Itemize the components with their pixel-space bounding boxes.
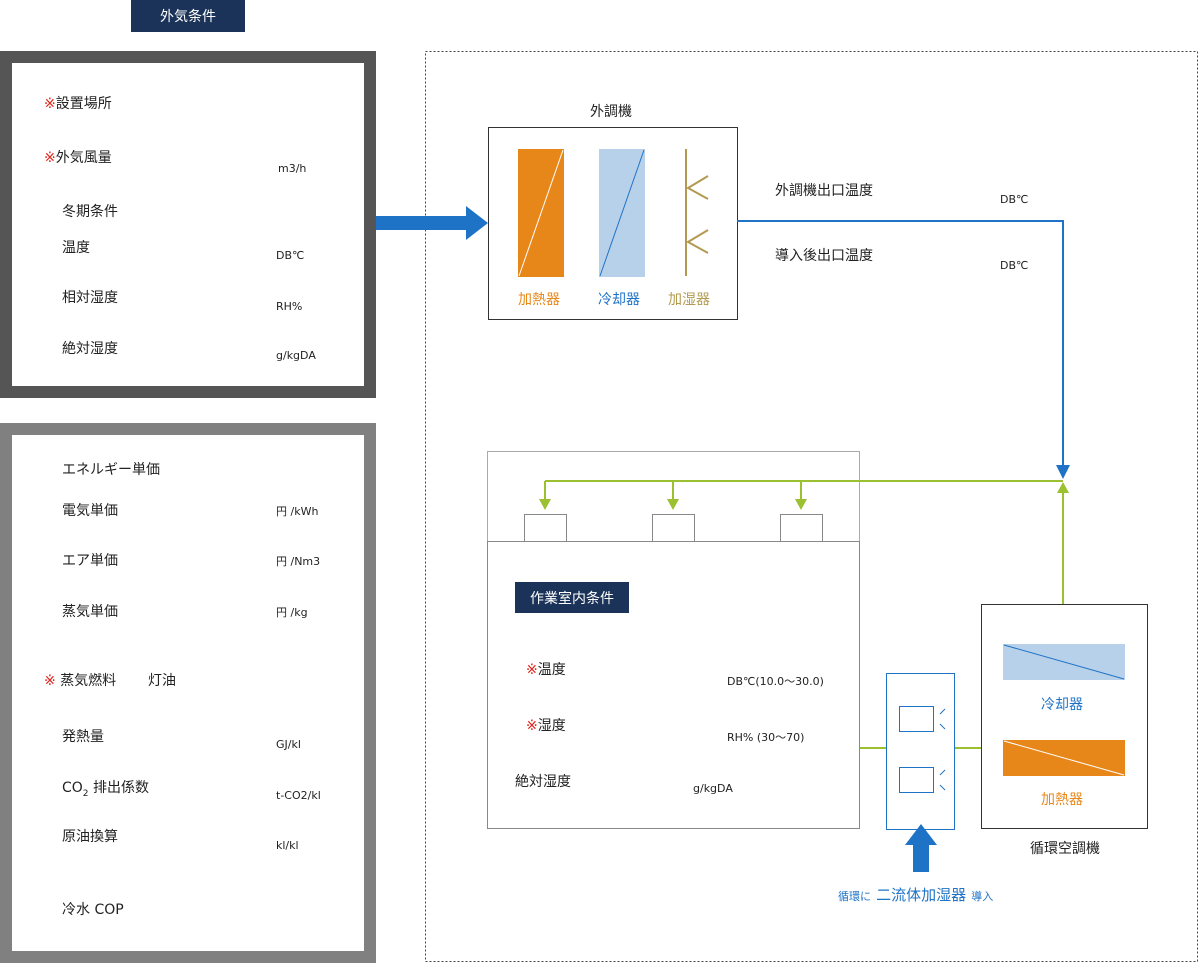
circulation-ahu-title: 循環空調機 — [1030, 841, 1100, 857]
supply-air-arrowhead — [1056, 465, 1070, 479]
steam-fuel-label: ※ 蒸気燃料 — [44, 673, 117, 689]
two-fluid-humidifier-caption: 循環に 二流体加湿器 導入 — [838, 886, 994, 904]
electricity-price-unit: 円 /kWh — [276, 505, 319, 518]
circulation-ahu-box — [981, 604, 1148, 829]
air-volume-label: ※外気風量 — [44, 150, 112, 166]
outdoor-conditions-tag: 外気条件 — [131, 0, 245, 32]
steam-fuel-value: 灯油 — [148, 673, 176, 689]
outdoor-ah-label: 絶対湿度 — [62, 341, 118, 357]
required-mark: ※ — [44, 150, 56, 166]
oac-heater-label: 加熱器 — [518, 292, 560, 308]
outdoor-rh-label: 相対湿度 — [62, 290, 118, 306]
room-rh-unit: RH% (30〜70) — [727, 731, 805, 744]
duct-arrowhead-3 — [795, 499, 807, 510]
air-volume-unit: m3/h — [278, 162, 307, 175]
oac-humidifier-label: 加湿器 — [668, 292, 710, 308]
air-price-unit: 円 /Nm3 — [276, 555, 321, 568]
room-ah-unit: g/kgDA — [693, 782, 733, 795]
outdoor-temp-label: 温度 — [62, 240, 90, 256]
room-conditions-tag: 作業室内条件 — [515, 582, 629, 613]
required-mark: ※ — [526, 718, 538, 734]
winter-condition-label: 冬期条件 — [62, 204, 118, 220]
oac-outlet-temp-label: 外調機出口温度 — [775, 183, 873, 199]
co2-factor-unit: t-CO2/kl — [276, 789, 321, 802]
duct-arrowhead-2 — [667, 499, 679, 510]
crude-oil-label: 原油換算 — [62, 829, 118, 845]
duct-arrowhead-1 — [539, 499, 551, 510]
install-place-label: ※設置場所 — [44, 96, 112, 112]
spray-icon — [939, 708, 946, 791]
system-boundary — [425, 51, 1198, 962]
outdoor-rh-unit: RH% — [276, 300, 303, 313]
after-intro-temp-unit: DB℃ — [1000, 259, 1029, 272]
crude-oil-unit: kl/kl — [276, 839, 299, 852]
outdoor-ah-unit: g/kgDA — [276, 349, 316, 362]
room-ah-label: 絶対湿度 — [515, 774, 571, 790]
humidifier-intro-arrow-head — [905, 824, 937, 845]
diffuser-1 — [524, 514, 567, 542]
oac-cooler-label: 冷却器 — [598, 292, 640, 308]
nozzle-1 — [899, 706, 934, 732]
intake-arrow-shaft — [376, 216, 470, 230]
nozzle-2 — [899, 767, 934, 793]
distribution-duct — [544, 480, 1064, 604]
humidifier-intro-arrow-shaft — [913, 840, 929, 872]
outdoor-temp-unit: DB℃ — [276, 249, 305, 262]
steam-price-label: 蒸気単価 — [62, 604, 118, 620]
energy-title: エネルギー単価 — [62, 462, 160, 478]
room-temp-label: ※温度 — [526, 662, 566, 678]
oac-outlet-temp-unit: DB℃ — [1000, 193, 1029, 206]
electricity-price-label: 電気単価 — [62, 503, 118, 519]
room-rh-label: ※湿度 — [526, 718, 566, 734]
chilled-water-cop-label: 冷水 COP — [62, 902, 124, 918]
energy-panel — [0, 423, 376, 963]
oac-humidifier-symbol — [685, 149, 709, 276]
heat-value-label: 発熱量 — [62, 729, 104, 745]
co2-factor-label: CO2 排出係数 — [62, 780, 149, 799]
air-price-label: エア単価 — [62, 553, 118, 569]
after-intro-temp-label: 導入後出口温度 — [775, 248, 873, 264]
required-mark: ※ — [44, 673, 56, 689]
required-mark: ※ — [44, 96, 56, 112]
diffuser-2 — [652, 514, 695, 542]
required-mark: ※ — [526, 662, 538, 678]
outdoor-conditions-panel — [0, 51, 376, 398]
steam-price-unit: 円 /kg — [276, 606, 308, 619]
circ-heater-label: 加熱器 — [1041, 792, 1083, 808]
two-fluid-humidifier-unit — [886, 673, 955, 830]
circ-cooler-label: 冷却器 — [1041, 697, 1083, 713]
supply-air-line — [737, 220, 1064, 466]
intake-arrow-head — [466, 206, 488, 240]
heat-value-unit: GJ/kl — [276, 738, 301, 751]
diffuser-3 — [780, 514, 823, 542]
return-arrowhead — [1057, 482, 1069, 493]
outdoor-ac-title: 外調機 — [590, 104, 632, 120]
room-temp-unit: DB℃(10.0〜30.0) — [727, 675, 824, 688]
